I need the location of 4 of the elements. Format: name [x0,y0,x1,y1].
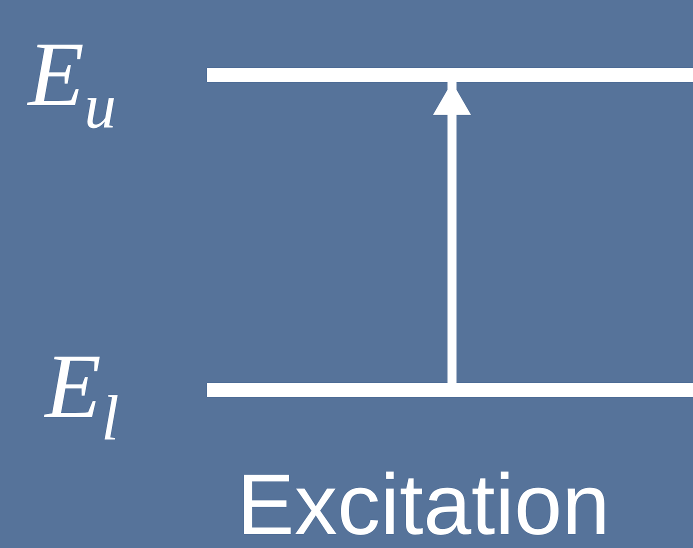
energy-level-label: E$_{l}$ [45,340,119,450]
arrow [433,82,471,383]
caption-text: Excitation [237,462,610,548]
energy-level-label: E$_{u}$ [28,28,116,138]
